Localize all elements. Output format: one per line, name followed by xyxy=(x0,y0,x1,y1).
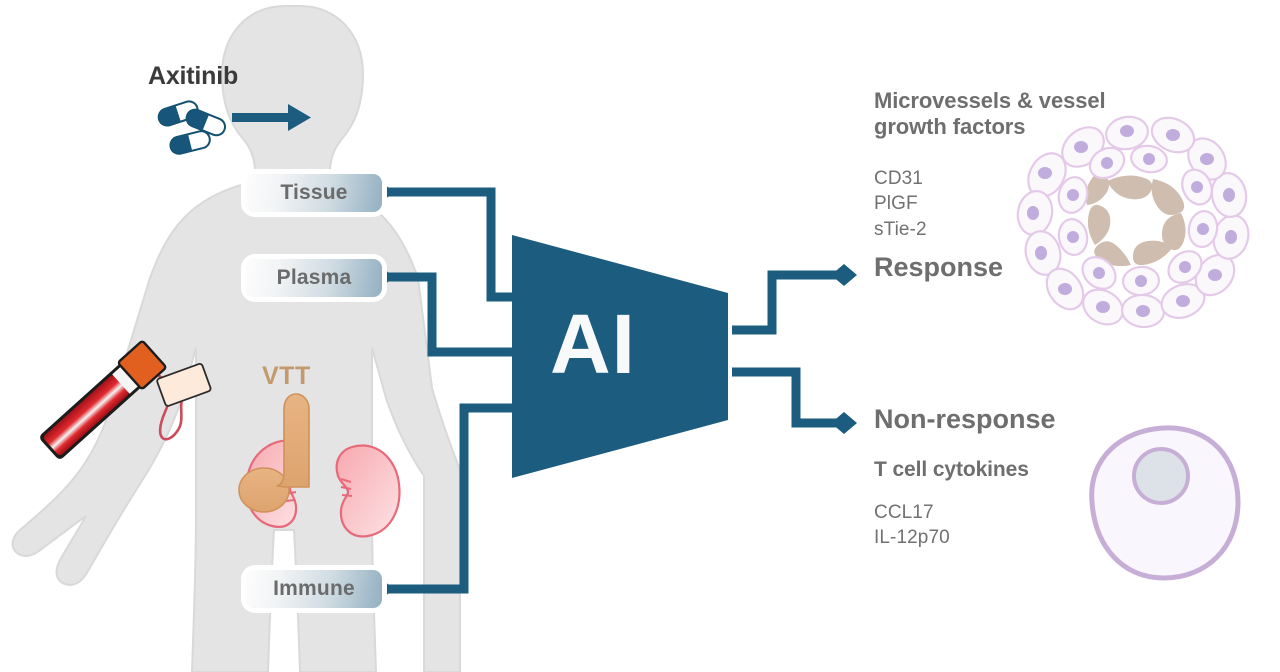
axitinib-arrow xyxy=(232,104,311,131)
human-body-silhouette xyxy=(11,5,461,672)
sample-label-tissue-text: Tissue xyxy=(280,181,348,204)
non-response-marker-item: IL-12p70 xyxy=(874,527,950,549)
response-group-heading: Microvessels & vessel growth factors xyxy=(874,88,1154,139)
non-response-group-heading: T cell cytokines xyxy=(874,458,1029,481)
sample-label-plasma[interactable]: Plasma xyxy=(246,259,382,297)
response-group-heading-line1: Microvessels & vessel xyxy=(874,88,1106,113)
response-marker-item: sTie-2 xyxy=(874,218,927,240)
output-connector-heads xyxy=(831,264,857,434)
output-label-non-response: Non-response xyxy=(874,404,1056,434)
capsule-pills-icon xyxy=(157,100,226,155)
input-connectors xyxy=(378,187,512,594)
non-response-marker-list: CCL17 IL-12p70 xyxy=(874,500,950,551)
axitinib-label: Axitinib xyxy=(148,62,239,90)
t-cell-icon xyxy=(1089,425,1241,581)
response-group-heading-line2: growth factors xyxy=(874,113,1026,139)
sample-label-immune[interactable]: Immune xyxy=(246,570,382,608)
sample-label-plasma-text: Plasma xyxy=(276,266,352,289)
response-marker-list: CD31 PlGF sTie-2 xyxy=(874,166,927,242)
output-label-response: Response xyxy=(874,252,1004,282)
ai-model-node[interactable] xyxy=(512,235,728,478)
kidney-anatomy-illustration xyxy=(238,393,401,538)
ai-model-label: AI xyxy=(550,297,636,391)
vtt-label: VTT xyxy=(262,362,311,390)
sample-label-immune-text: Immune xyxy=(273,577,355,600)
blood-draw-illustration xyxy=(40,340,212,459)
non-response-marker-item: CCL17 xyxy=(874,502,934,523)
output-connectors xyxy=(732,270,837,428)
microvessel-cross-section-icon xyxy=(1016,115,1250,329)
response-marker-item: PlGF xyxy=(874,193,918,215)
sample-label-tissue[interactable]: Tissue xyxy=(246,174,382,212)
response-marker-item: CD31 xyxy=(874,168,923,189)
